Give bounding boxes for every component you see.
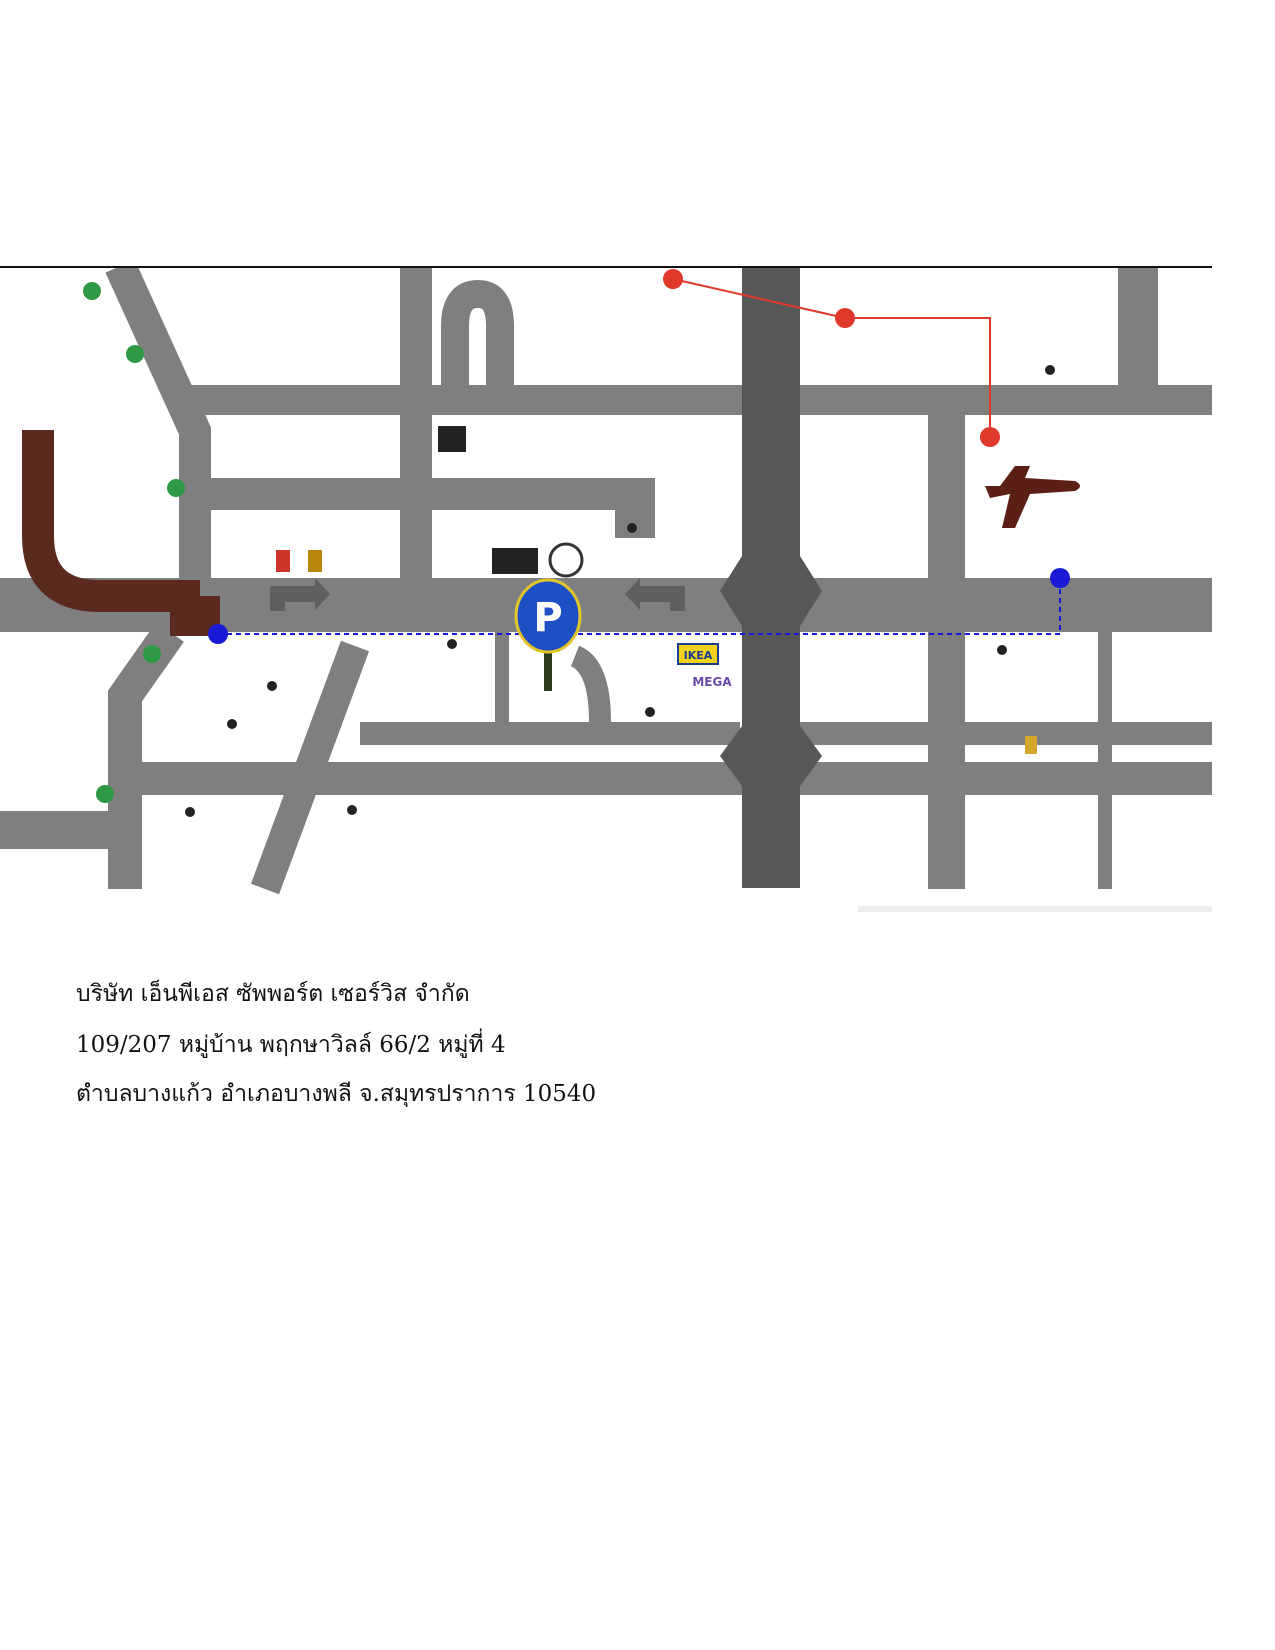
- svg-text:P: P: [533, 595, 562, 641]
- route-line: [218, 578, 1061, 635]
- airport-link-line: [672, 278, 991, 437]
- location-map: IKEA MEGA P: [0, 266, 1212, 912]
- map-border: [0, 266, 1212, 268]
- parking-logo-icon: P: [514, 578, 582, 691]
- company-name: บริษัท เอ็นพีเอส ซัพพอร์ต เซอร์วิส จำกัด: [76, 981, 470, 1007]
- tree-markers: [83, 282, 185, 803]
- poi-markers: [185, 365, 1055, 817]
- main-highway: [742, 266, 800, 888]
- expressway: [22, 430, 200, 612]
- u-turn-arrow-icon: [270, 578, 685, 611]
- address-line-2: ตำบลบางแก้ว อำเภอบางพลี จ.สมุทรปราการ 10…: [76, 1081, 597, 1107]
- interchange-arrows: [720, 556, 822, 786]
- ikea-logo: [677, 643, 719, 665]
- address-line-1: 109/207 หมู่บ้าน พฤกษาวิลล์ 66/2 หมู่ที่…: [76, 1032, 506, 1058]
- ikea-label: IKEA: [684, 649, 713, 662]
- roads: [0, 266, 1212, 889]
- airplane-icon: [985, 466, 1080, 528]
- mega-label: MEGA: [692, 675, 732, 689]
